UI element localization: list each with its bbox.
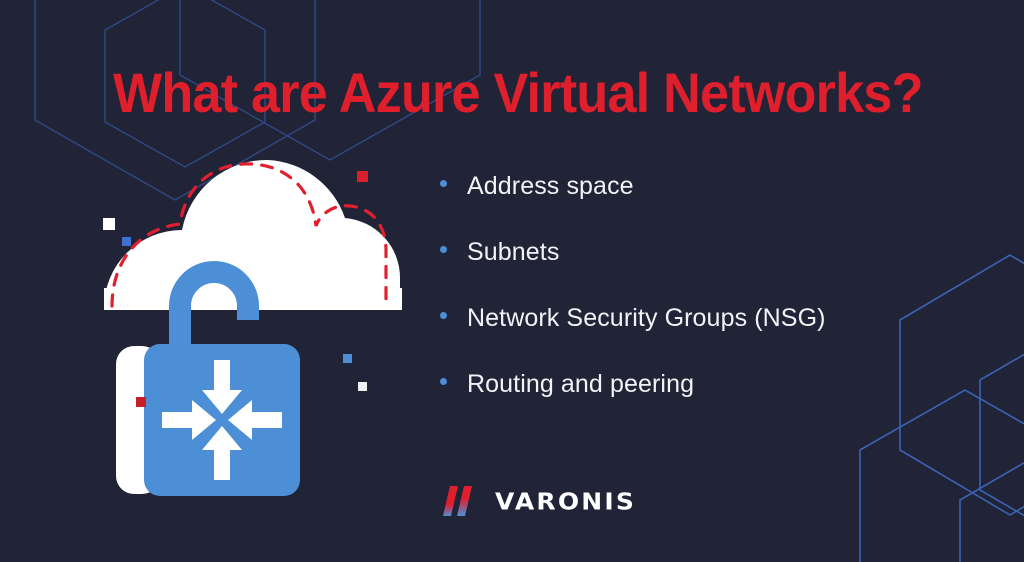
list-item: Network Security Groups (NSG) — [440, 304, 960, 370]
list-item-label: Routing and peering — [467, 370, 695, 398]
feature-bullet-list: Address space Subnets Network Security G… — [440, 172, 960, 436]
blue-square-left — [122, 237, 131, 246]
varonis-logo-mark — [443, 486, 472, 516]
red-square-top-right — [357, 171, 368, 182]
bullet-dot-icon — [440, 378, 447, 385]
inward-arrows-icon — [162, 360, 282, 480]
list-item-label: Subnets — [467, 238, 560, 266]
list-item-label: Network Security Groups (NSG) — [467, 304, 826, 332]
varonis-logo: VARONIS — [441, 482, 634, 520]
bullet-dot-icon — [440, 312, 447, 319]
list-item: Address space — [440, 172, 960, 238]
bullet-dot-icon — [440, 246, 447, 253]
list-item: Subnets — [440, 238, 960, 304]
list-item-label: Address space — [467, 172, 634, 200]
red-square-lower-left — [136, 397, 146, 407]
bullet-dot-icon — [440, 180, 447, 187]
padlock-shackle — [169, 261, 259, 360]
cloud-lock-illustration — [84, 148, 404, 498]
list-item: Routing and peering — [440, 370, 960, 436]
white-square-lower-right — [358, 382, 367, 391]
page-title: What are Azure Virtual Networks? — [113, 61, 923, 124]
cloud-dashed-outline — [110, 162, 388, 308]
white-square-left — [103, 218, 115, 230]
blue-square-lower-left — [146, 354, 159, 367]
padlock-body — [144, 344, 300, 496]
varonis-logo-wordmark: VARONIS — [495, 487, 637, 515]
blue-square-lower-right — [343, 354, 352, 363]
